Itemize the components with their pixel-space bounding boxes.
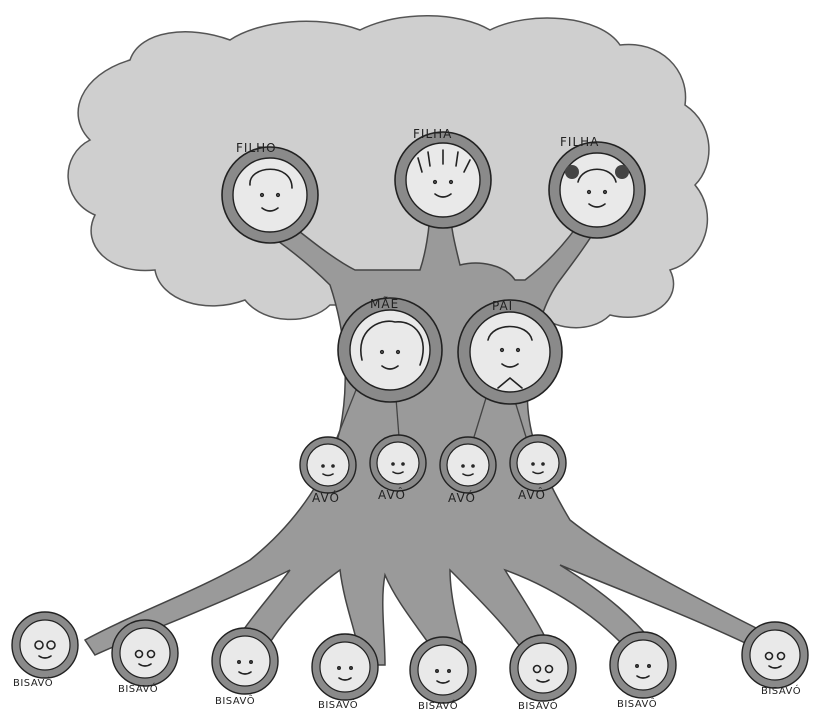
portrait-avo-4: [510, 435, 566, 491]
label-filha-1: FILHA: [413, 127, 452, 141]
portrait-bisavo-8: [742, 622, 808, 688]
label-avo-1: AVÓ: [312, 490, 340, 505]
label-bisavo-8: BISAVÓ: [761, 684, 801, 697]
label-bisavo-4: BISAVÓ: [318, 698, 358, 710]
label-filha-2: FILHA: [560, 135, 599, 149]
portrait-bisavo-2: [112, 620, 178, 686]
portrait-bisavo-6: [510, 635, 576, 701]
label-bisavo-1: BISAVÔ: [13, 676, 53, 689]
label-bisavo-5: BISAVÔ: [418, 699, 458, 710]
label-mae: MÃE: [370, 296, 399, 311]
portrait-avo-1: [300, 437, 356, 493]
portrait-bisavo-4: [312, 634, 378, 700]
portrait-filha-1: [395, 132, 491, 228]
portrait-mae: [338, 298, 442, 402]
portrait-filho: [222, 147, 318, 243]
portrait-pai: [458, 300, 562, 404]
portrait-bisavo-7: [610, 632, 676, 698]
portrait-bisavo-3: [212, 628, 278, 694]
portrait-avo-2: [370, 435, 426, 491]
portrait-bisavo-1: [12, 612, 78, 678]
label-avo-3: AVÓ: [448, 490, 476, 505]
label-avo-4: AVÔ: [518, 487, 546, 502]
portrait-bisavo-5: [410, 637, 476, 703]
label-bisavo-6: BISAVÓ: [518, 699, 558, 710]
portrait-filha-2: [549, 142, 645, 238]
label-bisavo-2: BISAVÓ: [118, 682, 158, 695]
label-pai: PAI: [492, 299, 513, 313]
label-avo-2: AVÔ: [378, 487, 406, 502]
label-bisavo-3: BISAVÔ: [215, 694, 255, 707]
label-bisavo-7: BISAVÔ: [617, 697, 657, 710]
label-filho: FILHO: [236, 141, 277, 155]
portrait-avo-3: [440, 437, 496, 493]
